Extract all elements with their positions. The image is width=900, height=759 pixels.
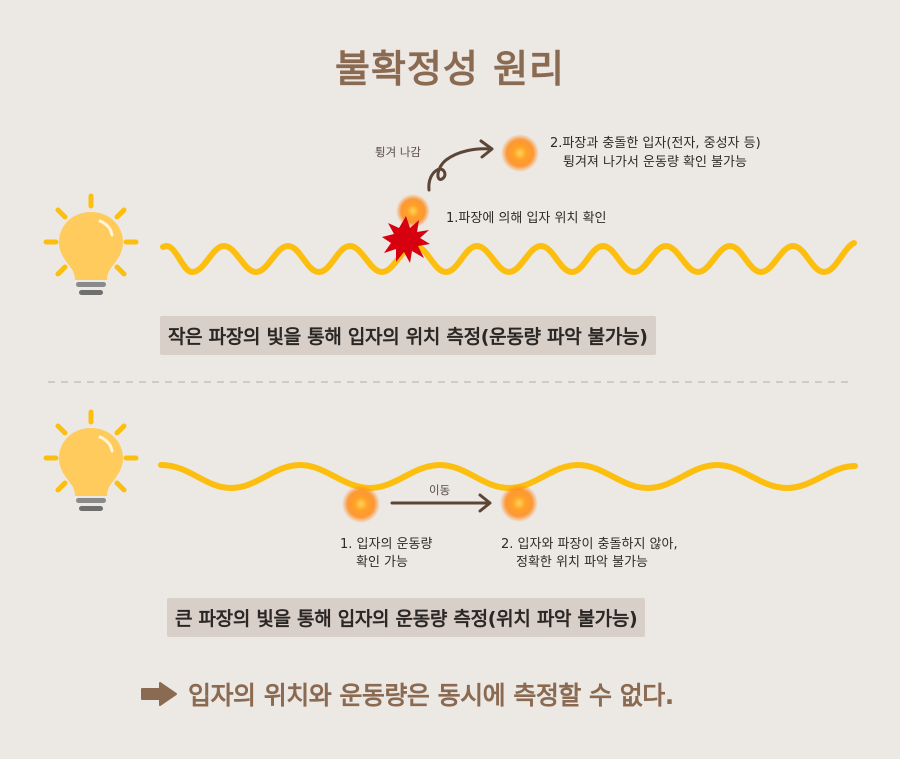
step2-line1: 2. 입자와 파장이 충돌하지 않아, [501,537,678,552]
lightbulb-icon [46,196,136,295]
step1-line1: 1. 입자의 운동량 [340,537,433,552]
conclusion: 입자의 위치와 운동량은 동시에 측정할 수 없다. [140,676,674,712]
particle-end [500,484,538,522]
lightbulb-icon [46,412,136,511]
page-title: 불확정성 원리 [335,47,565,91]
conclusion-text: 입자의 위치와 운동량은 동시에 측정할 수 없다. [188,681,674,710]
collision-burst-icon [382,216,430,263]
step1-label: 1.파장에 의해 입자 위치 확인 [446,211,607,226]
bounce-label: 튕겨 나감 [375,145,421,159]
bounced-particle [501,134,539,172]
bounce-arrow [427,147,492,192]
particle [396,194,430,228]
step2-line1: 2.파장과 충돌한 입자(전자, 중성자 등) [550,136,761,151]
step2-line2: 튕겨져 나가서 운동량 확인 불가능 [563,155,747,170]
arrow-head-icon [478,493,492,513]
caption-large-wavelength: 큰 파장의 빛을 통해 입자의 운동량 측정(위치 파악 불가능) [167,598,646,637]
step1-line2: 확인 가능 [356,555,408,570]
arrow-right-icon [141,682,177,706]
caption-small-wavelength: 작은 파장의 빛을 통해 입자의 위치 측정(운동량 파악 불가능) [160,316,656,355]
move-label: 이동 [429,483,451,497]
long-wavelength-wave [158,461,858,492]
short-wavelength-wave [160,240,857,276]
arrow-head-icon [479,139,494,159]
step2-line2: 정확한 위치 파악 불가능 [516,555,648,570]
particle-start [342,485,380,523]
